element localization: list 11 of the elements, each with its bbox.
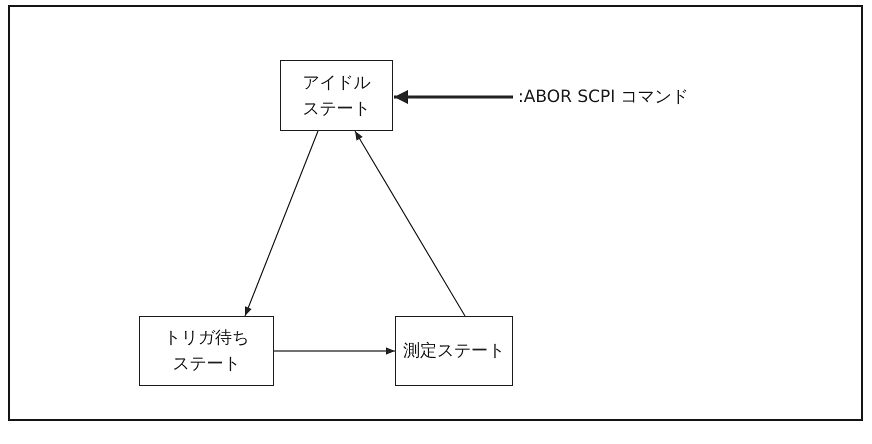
arrow [274, 347, 395, 355]
state-label: 測定ステート [402, 340, 506, 363]
state-box [139, 316, 274, 386]
arrow [244, 130, 319, 316]
state-box [395, 316, 513, 386]
arrow [394, 90, 513, 104]
state-box [280, 60, 393, 131]
command-text: :ABOR SCPI コマンド [518, 84, 708, 110]
state-label: トリガ待ちステート [163, 327, 250, 376]
state-label: アイドルステート [302, 72, 372, 120]
arrow [354, 130, 466, 316]
